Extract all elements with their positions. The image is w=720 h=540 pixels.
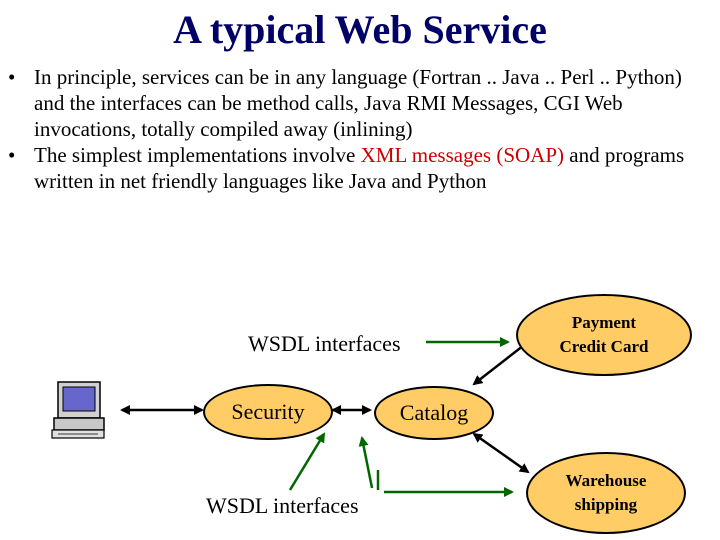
warehouse-label: Warehouse (565, 471, 647, 490)
bullet-text-after: and programs written in net friendly lan… (34, 143, 685, 193)
bullet-glyph: • (8, 65, 16, 89)
catalog-label: Catalog (399, 400, 469, 425)
wsdl-interfaces-top-label: WSDL interfaces (248, 331, 401, 356)
arrow-wsdl-security (288, 432, 326, 491)
warehouse-node: Warehouse shipping (526, 452, 686, 534)
bullet-list: • In principle, services can be in any l… (8, 64, 698, 194)
slide-title: A typical Web Service (173, 7, 547, 52)
security-node: Security (203, 384, 333, 440)
credit-card-label: Credit Card (559, 337, 649, 356)
bullet-text: In principle, services can be in any lan… (34, 65, 682, 141)
catalog-node: Catalog (374, 386, 494, 440)
security-label: Security (231, 399, 305, 424)
computer-icon (51, 381, 105, 439)
arrow-catalog-warehouse (472, 432, 530, 474)
arrow-catalog-payment (472, 340, 530, 386)
bullet-highlight: XML messages (SOAP) (360, 143, 565, 167)
shipping-label: shipping (574, 495, 638, 514)
wsdl-interfaces-bottom-label: WSDL interfaces (206, 493, 359, 518)
payment-label: Payment (571, 313, 637, 332)
bullet-item: • The simplest implementations involve X… (8, 142, 698, 194)
payment-node: Payment Credit Card (516, 294, 692, 376)
bullet-text-before: The simplest implementations involve (34, 143, 361, 167)
arrow-wsdl-catalog (358, 436, 374, 489)
bullet-item: • In principle, services can be in any l… (8, 64, 698, 142)
bullet-glyph: • (8, 143, 16, 167)
